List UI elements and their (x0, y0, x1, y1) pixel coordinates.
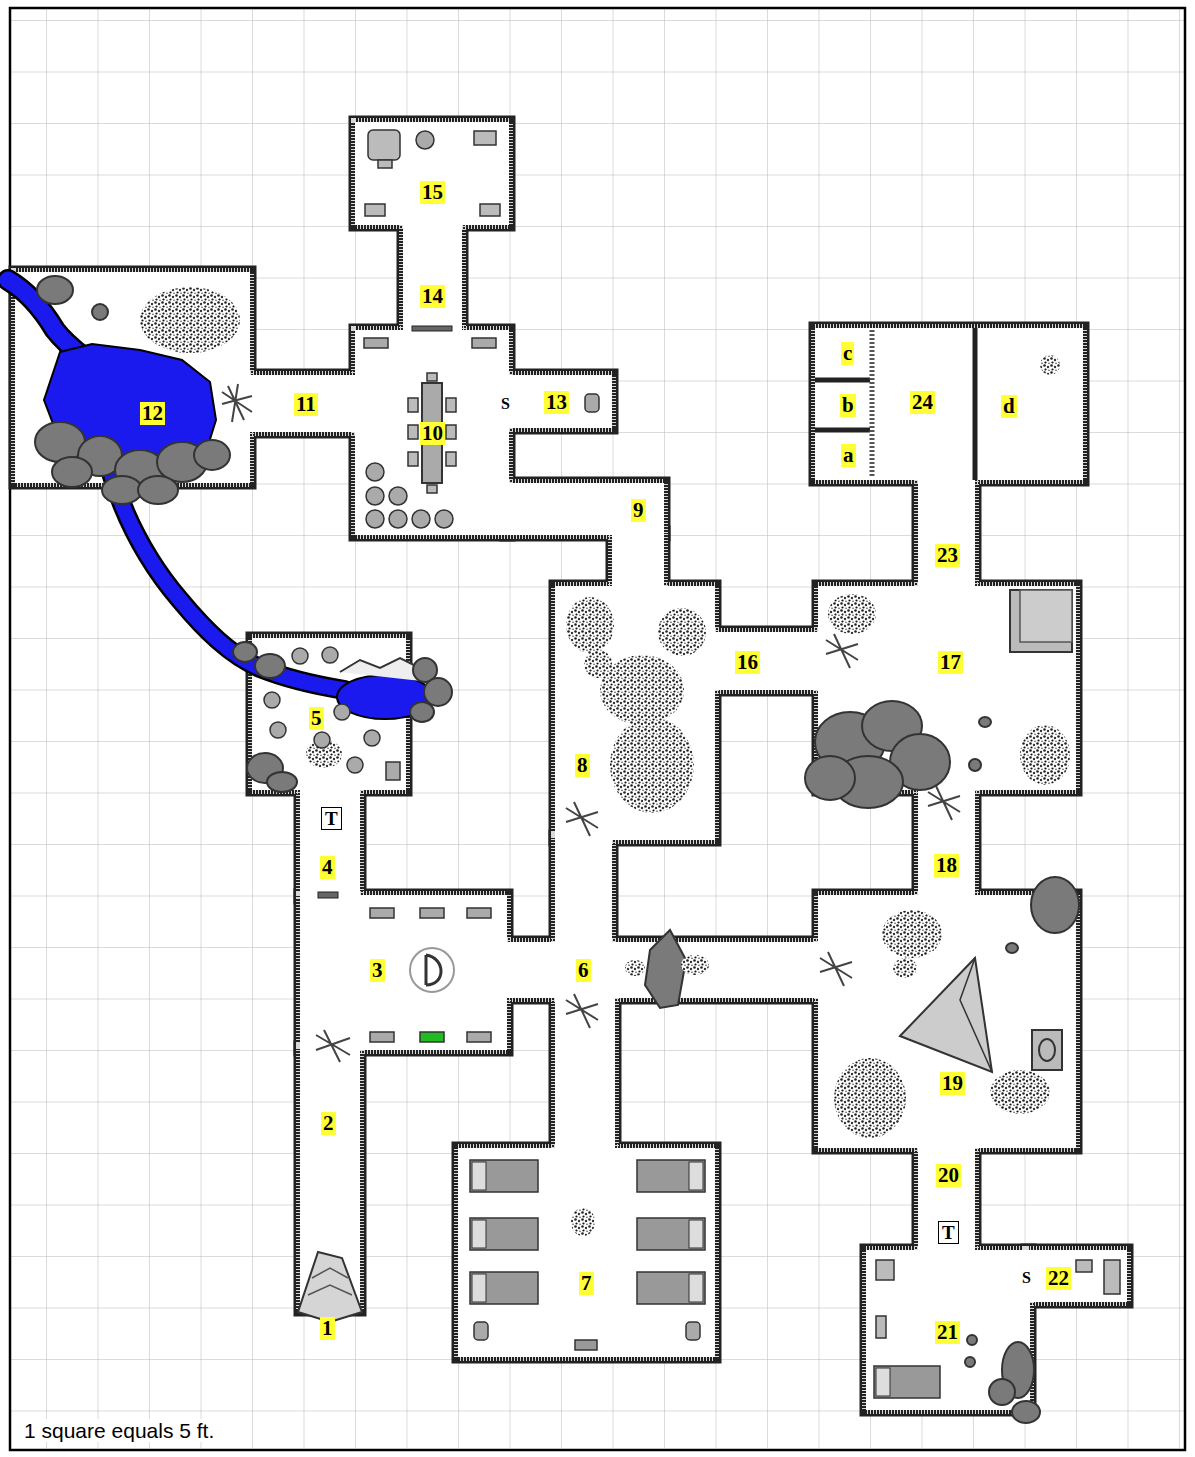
room-number: 6 (576, 959, 591, 982)
room-number: 14 (420, 285, 445, 308)
room-number: 21 (935, 1321, 960, 1344)
room-number: 24 (910, 391, 935, 414)
room-number: 19 (940, 1072, 965, 1095)
room-number: a (841, 444, 856, 467)
room-number: 22 (1046, 1267, 1071, 1290)
room-number: 12 (140, 402, 165, 425)
room-number: 16 (735, 651, 760, 674)
room-number: 3 (370, 959, 385, 982)
room-number: 4 (320, 856, 335, 879)
secret-door-marker: S (500, 396, 511, 412)
room-number: 20 (936, 1164, 961, 1187)
room-number: 17 (938, 651, 963, 674)
room-number: 10 (420, 422, 445, 445)
room-number: c (841, 342, 854, 365)
room-number: 1 (320, 1317, 335, 1340)
room-number: 9 (631, 499, 646, 522)
room-number: 8 (575, 754, 590, 777)
room-number: 11 (294, 393, 318, 416)
scale-note: 1 square equals 5 ft. (22, 1419, 216, 1442)
room-number: 5 (309, 707, 324, 730)
trap-marker: T (938, 1221, 959, 1244)
room-number: 7 (579, 1272, 594, 1295)
trap-marker: T (321, 807, 342, 830)
room-number: b (840, 394, 856, 417)
room-number: 15 (420, 181, 445, 204)
room-number: 13 (544, 391, 569, 414)
secret-door-marker: S (1021, 1270, 1032, 1286)
room-number: d (1001, 395, 1017, 418)
room-number: 18 (934, 854, 959, 877)
room-number: 2 (321, 1112, 336, 1135)
room-number: 23 (935, 544, 960, 567)
